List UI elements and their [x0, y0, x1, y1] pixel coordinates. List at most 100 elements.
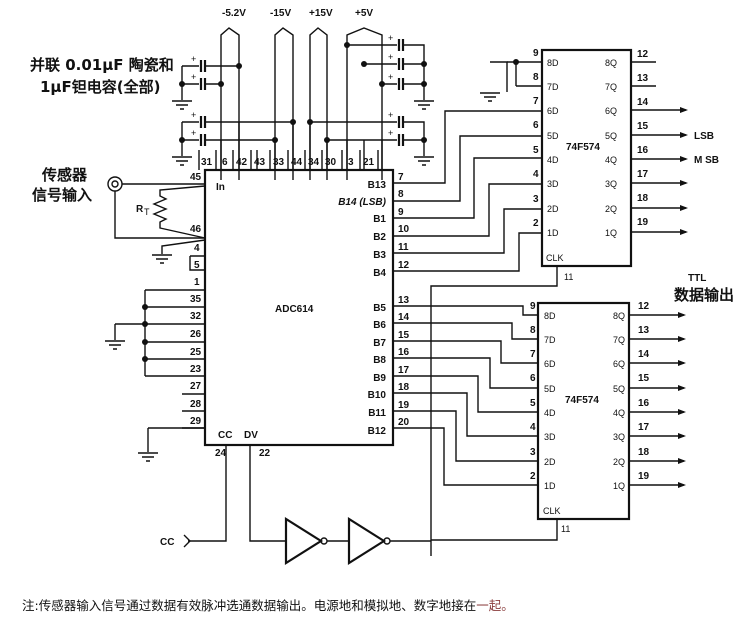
latch-lower-outputs: 8Q 7Q 6Q 5Q 4Q 3Q 2Q 1Q 12 13 14 15 16 1…	[613, 301, 686, 491]
svg-text:B4: B4	[373, 268, 386, 279]
svg-text:1Q: 1Q	[613, 481, 625, 491]
rail-label-pos15v: +15V	[309, 8, 333, 19]
svg-text:7D: 7D	[547, 82, 559, 92]
adc-cc-label: CC	[218, 430, 232, 441]
svg-text:8Q: 8Q	[605, 58, 617, 68]
svg-text:15: 15	[398, 330, 410, 341]
svg-text:5: 5	[533, 145, 539, 156]
footnote: 注:传感器输入信号通过数据有效脉冲选通数据输出。电源地和模拟地、数字地接在一起。	[22, 595, 514, 614]
svg-text:CLK: CLK	[546, 253, 564, 263]
svg-text:7D: 7D	[544, 335, 556, 345]
svg-text:8Q: 8Q	[613, 311, 625, 321]
rail-label-pos5v: +5V	[355, 8, 373, 19]
svg-text:20: 20	[398, 417, 410, 428]
svg-text:6Q: 6Q	[613, 359, 625, 369]
svg-text:44: 44	[291, 157, 303, 168]
latch-upper-clk-pin: 11	[564, 272, 573, 282]
svg-text:12: 12	[398, 260, 410, 271]
sensor-label-line1: 传感器	[41, 166, 88, 184]
svg-text:17: 17	[398, 365, 410, 376]
svg-text:13: 13	[638, 325, 650, 336]
adc-top-pin-stubs	[198, 122, 383, 170]
svg-text:14: 14	[637, 97, 649, 108]
svg-text:34: 34	[308, 157, 320, 168]
svg-text:7Q: 7Q	[605, 82, 617, 92]
right-decoupling-capacitors: + + + + +	[307, 33, 434, 166]
svg-text:2D: 2D	[544, 457, 556, 467]
sensor-connector-icon	[107, 176, 123, 192]
svg-text:43: 43	[254, 157, 266, 168]
svg-text:15: 15	[637, 121, 649, 132]
svg-text:18: 18	[637, 193, 649, 204]
svg-text:4D: 4D	[547, 155, 559, 165]
svg-text:31: 31	[201, 157, 213, 168]
svg-text:5D: 5D	[544, 384, 556, 394]
svg-text:1D: 1D	[547, 228, 559, 238]
svg-text:2Q: 2Q	[613, 457, 625, 467]
latch-upper-chip	[540, 48, 633, 268]
svg-text:11: 11	[398, 242, 409, 253]
sensor-label-line2: 信号输入	[32, 186, 92, 204]
adc-ground-bus	[105, 289, 205, 462]
svg-text:5: 5	[530, 398, 536, 409]
svg-text:26: 26	[190, 329, 202, 340]
svg-text:+: +	[191, 72, 196, 82]
svg-text:B8: B8	[373, 355, 386, 366]
svg-text:7: 7	[398, 172, 404, 183]
svg-text:4: 4	[533, 169, 539, 180]
svg-text:46: 46	[190, 224, 202, 235]
svg-text:9: 9	[530, 301, 536, 312]
lsb-label: LSB	[694, 131, 714, 142]
msb-label: M SB	[694, 155, 719, 166]
svg-text:13: 13	[637, 73, 649, 84]
svg-text:+: +	[388, 128, 393, 138]
svg-text:2Q: 2Q	[605, 204, 617, 214]
svg-text:T: T	[144, 207, 150, 217]
adc-left-pin-labels: 45 46 4 5 1 35 32 26 25 23 27 28 29	[190, 172, 202, 427]
latch-upper-outputs: 8Q 7Q 6Q 5Q 4Q 3Q 2Q 1Q 12 13 14 15 16 1…	[605, 49, 688, 238]
svg-text:18: 18	[398, 382, 410, 393]
adc-output-labels: B13 B14 (LSB) B1 B2 B3 B4 B5 B6 B7 B8 B9…	[338, 180, 386, 437]
svg-text:+: +	[388, 52, 393, 62]
svg-text:B2: B2	[373, 232, 386, 243]
svg-text:17: 17	[637, 169, 649, 180]
svg-text:7: 7	[533, 96, 539, 107]
svg-text:7Q: 7Q	[613, 335, 625, 345]
buffer-inverter-1-icon	[284, 517, 328, 565]
svg-text:B13: B13	[368, 180, 387, 191]
adc-top-pin-labels: 31 6 42 43 33 44 34 30 3 21	[201, 157, 375, 168]
svg-text:8: 8	[533, 72, 539, 83]
svg-text:6D: 6D	[547, 106, 559, 116]
left-decoupling-capacitors: + + + +	[172, 54, 296, 166]
svg-text:B9: B9	[373, 373, 386, 384]
svg-text:1D: 1D	[544, 481, 556, 491]
svg-text:6D: 6D	[544, 359, 556, 369]
adc-name: ADC614	[275, 304, 314, 315]
svg-text:5D: 5D	[547, 131, 559, 141]
svg-text:6: 6	[530, 373, 536, 384]
svg-text:4D: 4D	[544, 408, 556, 418]
svg-text:45: 45	[190, 172, 202, 183]
svg-text:9: 9	[398, 207, 404, 218]
svg-text:27: 27	[190, 381, 202, 392]
svg-text:19: 19	[638, 471, 650, 482]
svg-text:3Q: 3Q	[613, 432, 625, 442]
svg-text:8: 8	[398, 189, 404, 200]
adc-pin-24: 24	[215, 448, 227, 459]
svg-text:3Q: 3Q	[605, 179, 617, 189]
svg-text:21: 21	[363, 157, 375, 168]
svg-text:8: 8	[530, 325, 536, 336]
footnote-tail: 一起。	[476, 598, 514, 613]
latch-upper-name: 74F574	[566, 142, 600, 153]
svg-text:30: 30	[325, 157, 337, 168]
adc-pin-22: 22	[259, 448, 271, 459]
svg-text:CLK: CLK	[543, 506, 561, 516]
svg-text:17: 17	[638, 422, 650, 433]
svg-text:+: +	[388, 33, 393, 43]
latch-lower-clk-pin: 11	[561, 524, 570, 534]
svg-text:4: 4	[530, 422, 536, 433]
latch-upper-inputs: 8D 7D 6D 5D 4D 3D 2D 1D 9 8 7 6 5 4 3 2 …	[533, 48, 564, 263]
footnote-main: 注:传感器输入信号通过数据有效脉冲选通数据输出。电源地和模拟地、数字地接在	[22, 598, 477, 613]
svg-text:7: 7	[530, 349, 536, 360]
svg-text:13: 13	[398, 295, 410, 306]
